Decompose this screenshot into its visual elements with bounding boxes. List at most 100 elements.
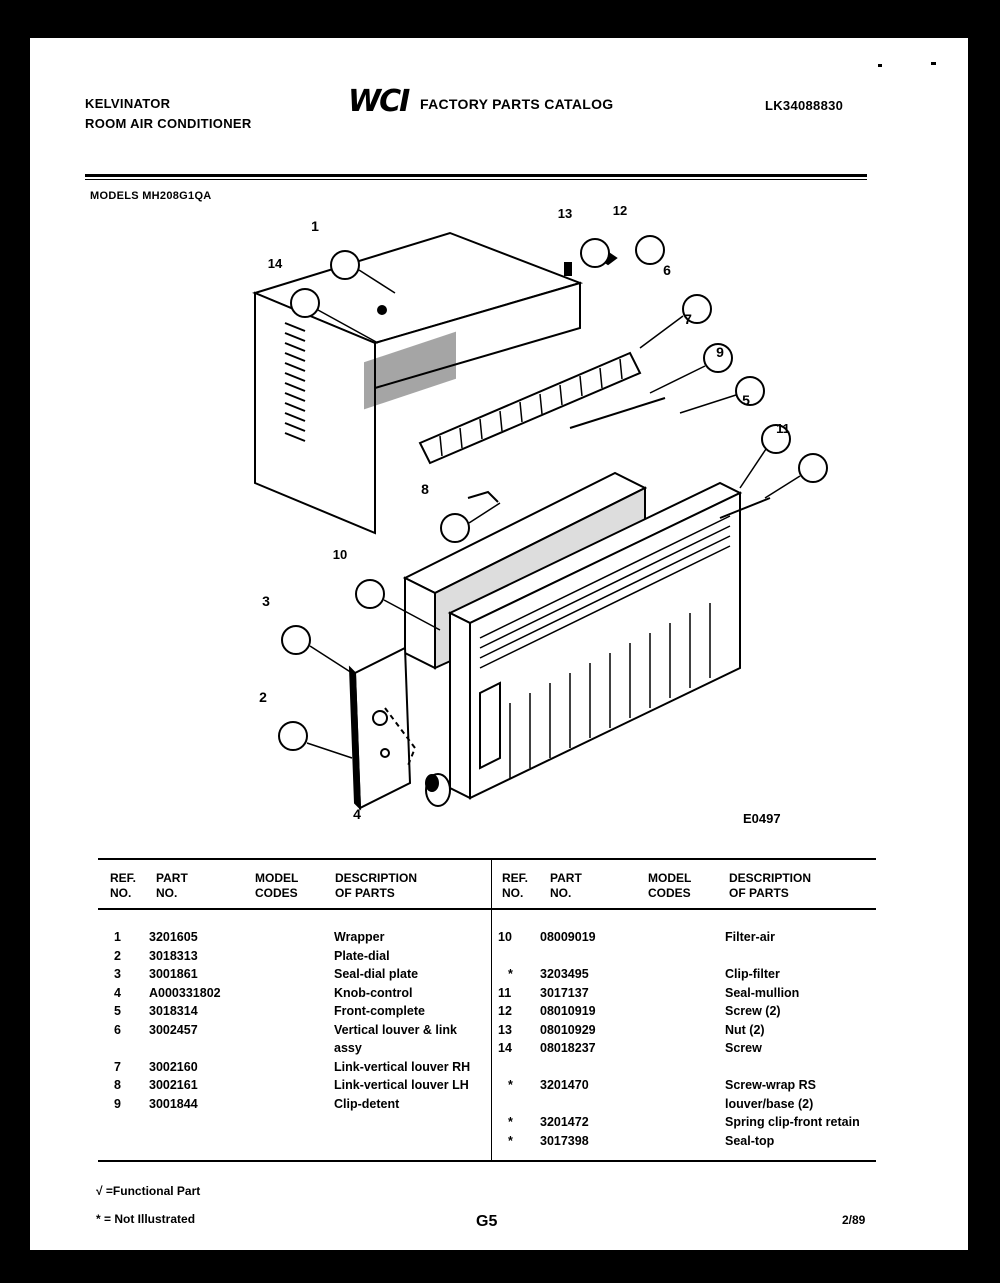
figure-code: E0497 [743,811,781,826]
catalog-code: LK34088830 [765,98,844,113]
table-cell: 3018313 [149,948,198,963]
callout-2: 2 [259,689,267,705]
table-cell: Vertical louver & link [334,1022,457,1037]
table-cell: 08010919 [540,1004,596,1018]
scan-speck [931,62,936,65]
header-rule [85,174,867,177]
table-cell: 2 [114,948,121,963]
table-cell [498,1058,513,1077]
table-cell: * [508,1133,513,1148]
table-cell: 4 [114,985,121,1000]
table-cell: 3201470 [540,1078,589,1092]
callout-8: 8 [421,481,429,497]
page-number: G5 [476,1213,498,1230]
table-cell: 3 [114,967,121,981]
callout-14: 14 [267,256,283,271]
table-cell: 10 [498,930,512,944]
table-cell: 3018314 [149,1004,198,1018]
catalog-title: FACTORY PARTS CATALOG [420,96,614,112]
table-cell: * [508,967,513,981]
callout-11: 11 [776,421,790,436]
table-cell [725,1058,860,1077]
callout-3: 3 [262,593,270,609]
table-cell: 3201472 [540,1115,589,1129]
table-top-rule [98,858,876,860]
table-cell [498,1095,513,1114]
legend-functional-part: √ =Functional Part [96,1184,201,1198]
table-cell: 3001844 [149,1096,198,1111]
wrapper-cabinet-drawing [252,231,618,535]
table-cell: 3002457 [149,1022,198,1037]
table-cell: 3017398 [540,1133,589,1148]
control-panel-drawing [348,646,451,811]
table-cell [149,1039,221,1058]
table-cell: Clip-detent [334,1096,400,1111]
table-cell: 08018237 [540,1041,596,1055]
table-cell: Seal-top [725,1133,775,1148]
table-cell: 6 [114,1022,121,1037]
table-cell: 3203495 [540,967,589,981]
table-cell [540,1058,596,1077]
table-cell [725,947,860,966]
exploded-parts-diagram [252,231,828,811]
table-bottom-rule [98,1160,876,1162]
th-ref-right: REF.NO. [502,871,529,900]
table-cell: 8 [114,1078,121,1092]
table-cell [114,1039,121,1058]
table-cell: Knob-control [334,985,413,1000]
catalog-page: KELVINATOR ROOM AIR CONDITIONER WCI FACT… [30,38,968,1250]
brand-line-2: ROOM AIR CONDITIONER [85,116,252,131]
table-cell: Spring clip-front retain [725,1115,860,1129]
table-cell: A000331802 [149,985,221,1000]
front-grille-drawing [447,481,771,800]
table-cell: Link-vertical louver LH [334,1078,469,1092]
legend-not-illustrated: * = Not Illustrated [96,1212,196,1226]
callout-9: 9 [716,344,724,360]
table-cell: 13 [498,1022,512,1037]
table-cell: assy [334,1041,362,1055]
callout-12: 12 [612,203,628,218]
table-cell: Screw (2) [725,1004,781,1018]
models-line: MODELS MH208G1QA [90,190,212,202]
table-cell: 12 [498,1004,512,1018]
table-cell: 08009019 [540,930,596,944]
table-cell: Plate-dial [334,948,390,963]
table-center-divider [491,860,492,1160]
table-cell: 3001861 [149,967,198,981]
table-cell: Filter-air [725,930,776,944]
table-cell: louver/base (2) [725,1096,814,1111]
table-cell: 7 [114,1059,121,1074]
table-cell: Seal-mullion [725,985,800,1000]
header-rule-thin [85,179,867,180]
table-cell: 3002161 [149,1078,198,1092]
table-cell: Nut (2) [725,1022,765,1037]
table-cell: Clip-filter [725,967,780,981]
table-cell: 1 [114,930,121,944]
table-cell: * [508,1115,513,1129]
table-cell: 3002160 [149,1059,198,1074]
table-cell [540,1095,596,1114]
callout-5: 5 [742,392,750,408]
table-cell: Wrapper [334,930,385,944]
table-cell: Seal-dial plate [334,967,419,981]
brand-line-1: KELVINATOR [85,96,171,111]
table-cell: 3017137 [540,985,589,1000]
table-cell: Link-vertical louver RH [334,1059,471,1074]
revision-date: 2/89 [842,1213,866,1227]
table-cell: * [508,1078,513,1092]
callout-6: 6 [663,262,671,278]
th-ref-left: REF.NO. [110,871,137,900]
wci-logo: WCI [348,84,410,119]
callout-7: 7 [684,311,692,327]
scan-speck [878,64,882,67]
table-cell: Screw-wrap RS [725,1078,817,1092]
